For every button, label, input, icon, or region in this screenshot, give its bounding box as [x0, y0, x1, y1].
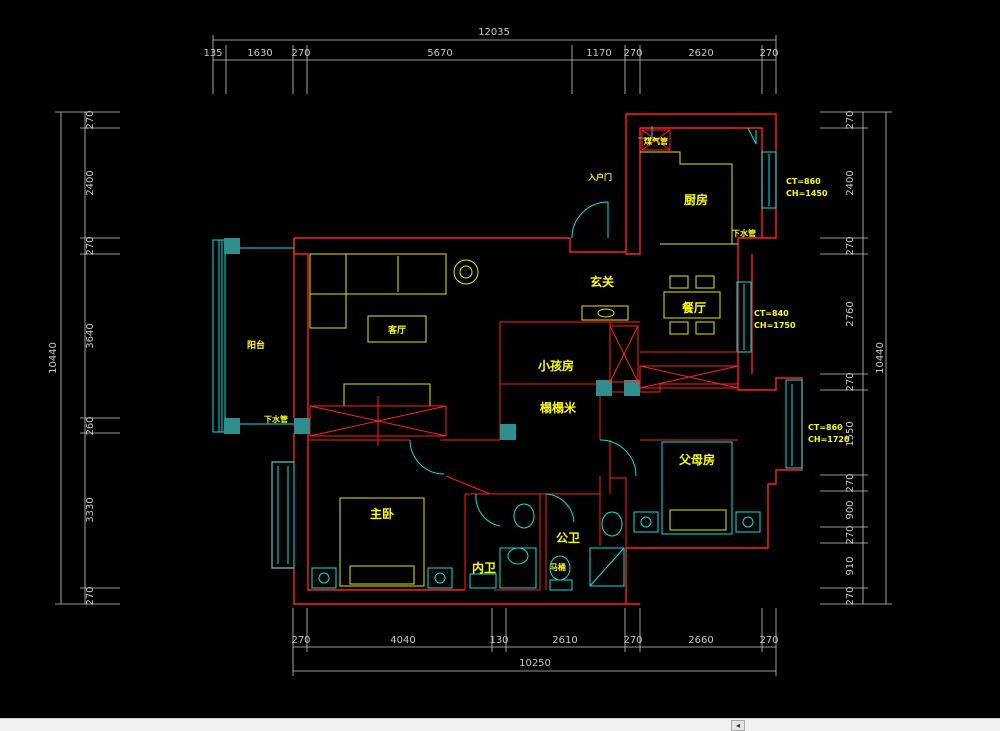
dining-window	[736, 281, 752, 353]
interior-walls	[307, 321, 738, 591]
left-dim-seg: 270	[85, 586, 96, 605]
bottom-dim-seg: 130	[489, 635, 508, 646]
scroll-left-arrow-icon[interactable]: ◂	[731, 720, 745, 731]
bottom-dim-seg: 2610	[552, 635, 577, 646]
room-label-dining: 餐厅	[682, 300, 706, 315]
gas-pipe-note: 煤气管	[644, 136, 668, 146]
bottom-dimension-group: 270 4040 130 2610 270 2660 270 10250	[291, 608, 779, 676]
top-dim-seg: 270	[759, 48, 778, 59]
balcony-drain-note: 下水管	[264, 414, 288, 424]
left-total-dim: 10440	[48, 342, 59, 374]
dining-window-spec: CT=840	[754, 309, 789, 318]
horizontal-scrollbar[interactable]: ◂	[0, 718, 1000, 731]
right-dim-seg: 2760	[845, 301, 856, 326]
room-label-foyer: 玄关	[590, 274, 614, 289]
kitchen-window	[761, 151, 777, 209]
bottom-dim-seg: 270	[291, 635, 310, 646]
shoe-cabinet	[581, 305, 629, 321]
left-dim-seg: 270	[85, 110, 96, 129]
dining-table	[663, 291, 721, 319]
bottom-dim-seg: 2660	[688, 635, 713, 646]
bottom-dim-seg: 270	[623, 635, 642, 646]
toilet-fixture	[507, 547, 529, 565]
kitchen-window-spec: CT=860	[786, 177, 821, 186]
basin	[513, 503, 535, 529]
bottom-total-dim: 10250	[519, 658, 551, 669]
plant-pot	[453, 259, 479, 285]
right-dim-seg: 270	[845, 236, 856, 255]
right-dim-seg: 900	[845, 500, 856, 519]
top-dimension-group: 12035 135 1630 270 5670 1170 270 2620 27…	[203, 27, 779, 94]
room-label-kitchen: 厨房	[684, 192, 708, 207]
bottom-dim-seg: 270	[759, 635, 778, 646]
right-dim-seg: 270	[845, 473, 856, 492]
parents-window-spec: CT=860	[808, 423, 843, 432]
left-dim-seg: 270	[85, 236, 96, 255]
structural-columns	[224, 238, 640, 440]
right-dim-seg: 270	[845, 525, 856, 544]
top-dim-seg: 5670	[427, 48, 452, 59]
sofa	[309, 253, 447, 295]
left-dim-seg: 2400	[85, 170, 96, 195]
toilet-note: 马桶	[550, 562, 566, 572]
right-dim-seg: 2400	[845, 170, 856, 195]
top-dim-seg: 270	[623, 48, 642, 59]
door-swings	[409, 126, 757, 527]
left-dim-seg: 260	[85, 416, 96, 435]
room-label-kids-room: 小孩房	[538, 358, 574, 373]
bottom-dim-seg: 4040	[390, 635, 415, 646]
left-dimension-group: 10440 270 2400 270 3640 260 3330 270	[48, 110, 120, 606]
kitchen-drain-note: 下水管	[732, 228, 756, 238]
room-label-tatami: 榻榻米	[539, 400, 577, 415]
master-window	[271, 461, 295, 569]
room-label-master-bedroom: 主卧	[370, 506, 394, 521]
parents-window	[785, 379, 803, 469]
room-labels: 厨房 客厅 玄关 餐厅 小孩房 榻榻米 阳台 主卧 父母房 内卫 公卫	[247, 192, 715, 575]
left-dim-seg: 3640	[85, 323, 96, 348]
exterior-walls	[212, 113, 803, 605]
parents-window-spec: CH=1720	[808, 435, 850, 444]
left-dim-seg: 3330	[85, 497, 96, 522]
top-total-dim: 12035	[478, 27, 510, 38]
dining-window-spec: CH=1750	[754, 321, 796, 330]
master-bed	[339, 497, 425, 587]
top-dim-seg: 1170	[586, 48, 611, 59]
top-dim-seg: 2620	[688, 48, 713, 59]
parents-bed	[661, 441, 733, 535]
top-dim-seg: 135	[203, 48, 222, 59]
room-label-public-bath: 公卫	[556, 531, 580, 545]
entry-door	[571, 201, 609, 239]
room-label-parents-room: 父母房	[678, 452, 715, 467]
right-dimension-group: 10440 270 2400 270 2760 270 1550 270 900…	[820, 110, 892, 606]
right-total-dim: 10440	[875, 342, 886, 374]
right-dim-seg: 1550	[845, 421, 856, 446]
kitchen-window-spec: CH=1450	[786, 189, 828, 198]
right-dim-seg: 270	[845, 372, 856, 391]
room-label-balcony: 阳台	[247, 339, 265, 351]
top-dim-seg: 270	[291, 48, 310, 59]
right-dim-seg: 910	[845, 556, 856, 575]
top-dim-seg: 1630	[247, 48, 272, 59]
furniture	[309, 129, 761, 591]
right-dim-seg: 270	[845, 110, 856, 129]
shower	[589, 547, 625, 587]
room-label-living: 客厅	[387, 324, 406, 336]
annotations: 煤气管 入户门 下水管 下水管 马桶 CT=860 CH=1450 CT=840…	[264, 136, 850, 572]
room-label-ensuite-bath: 内卫	[472, 560, 496, 575]
entry-door-note: 入户门	[587, 172, 612, 182]
right-dim-seg: 270	[845, 586, 856, 605]
